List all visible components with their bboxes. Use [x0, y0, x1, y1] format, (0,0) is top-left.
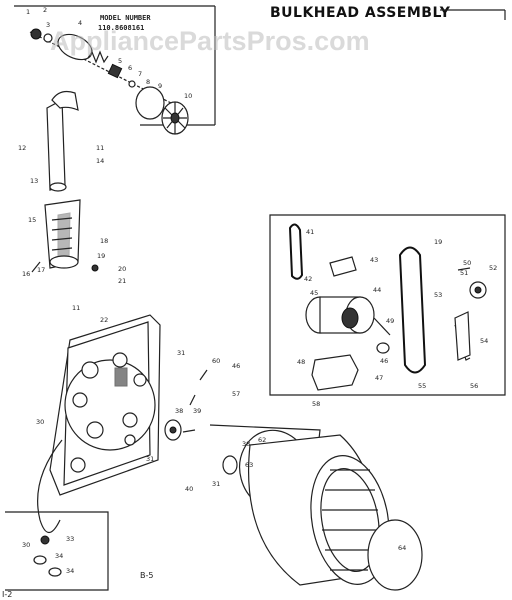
bearing-block — [107, 63, 123, 79]
callout-50: 51 — [460, 269, 468, 277]
callout-38: 64 — [398, 544, 406, 552]
callout-28: 46 — [232, 362, 240, 370]
bulkhead-panel — [49, 314, 161, 496]
callout-15: 15 — [28, 216, 36, 224]
motor-inset — [269, 214, 506, 396]
callout-4: 4 — [78, 19, 82, 27]
callout-42: 44 — [373, 286, 381, 294]
callout-40: 43 — [370, 256, 378, 264]
diagram-title: BULKHEAD ASSEMBLY — [270, 5, 451, 21]
callout-13: 13 — [30, 177, 38, 185]
callout-35: 62 — [258, 436, 266, 444]
callout-26: 31 — [146, 455, 154, 463]
callout-58: 34 — [55, 552, 63, 560]
motor-bracket — [329, 256, 357, 277]
motor — [305, 296, 391, 354]
callout-27: 60 — [212, 357, 220, 365]
round-plate — [135, 86, 165, 120]
drum — [209, 424, 423, 591]
callout-33: 58 — [312, 400, 320, 408]
callout-2: 2 — [43, 6, 47, 14]
callout-43: 45 — [310, 289, 318, 297]
drive-belt — [398, 246, 427, 374]
callout-18: 18 — [100, 237, 108, 245]
callout-48: 19 — [434, 238, 442, 246]
callout-14: 14 — [96, 157, 104, 165]
callout-57: 33 — [66, 535, 74, 543]
callout-54: 55 — [418, 382, 426, 390]
model-number: 110.8608161 — [98, 24, 144, 32]
footer-ref: B-5 — [140, 571, 153, 580]
washer-part — [43, 33, 53, 43]
callout-59: 34 — [66, 567, 74, 575]
callout-labels: 1 2 3 4 5 6 7 8 9 10 11 12 13 14 15 16 1… — [18, 6, 497, 575]
belt-left — [288, 223, 304, 280]
callout-29: 57 — [232, 390, 240, 398]
callout-32: 40 — [185, 485, 193, 493]
callout-21: 21 — [118, 277, 126, 285]
callout-1: 1 — [26, 8, 30, 16]
callout-24: 31 — [177, 349, 185, 357]
callout-17: 17 — [37, 266, 45, 274]
callout-44: 49 — [386, 317, 394, 325]
callout-20: 20 — [118, 265, 126, 273]
callout-31: 39 — [193, 407, 201, 415]
callout-55: 56 — [470, 382, 478, 390]
callout-45: 48 — [297, 358, 305, 366]
disc-part — [57, 33, 93, 61]
callout-6: 6 — [128, 64, 132, 72]
callout-41: 42 — [304, 275, 312, 283]
callout-16: 16 — [22, 270, 30, 278]
wire-harness — [37, 439, 63, 534]
callout-39: 41 — [306, 228, 314, 236]
exhaust-duct — [46, 90, 79, 192]
callout-34: 38 — [242, 440, 250, 448]
callout-22: 22 — [100, 316, 108, 324]
footer-page: I-2 — [2, 590, 12, 599]
callout-5: 5 — [118, 57, 122, 65]
lint-filter-housing — [31, 199, 99, 273]
front-bearing — [164, 369, 208, 441]
callout-23: 11 — [72, 304, 80, 312]
watermark: AppliancePartsPros.com — [50, 26, 370, 56]
callout-46: 47 — [375, 374, 383, 382]
nut-part — [30, 28, 42, 40]
motor-mount — [311, 354, 359, 391]
callout-51: 52 — [489, 264, 497, 272]
callout-8: 8 — [146, 78, 150, 86]
callout-12: 12 — [18, 144, 26, 152]
callout-47: 46 — [380, 357, 388, 365]
callout-7: 7 — [138, 70, 142, 78]
callout-19: 19 — [97, 252, 105, 260]
spring-part — [87, 50, 109, 64]
callout-30: 38 — [175, 407, 183, 415]
callout-10: 10 — [184, 92, 192, 100]
callout-53: 54 — [480, 337, 488, 345]
callout-9: 9 — [158, 82, 162, 90]
callout-25: 30 — [36, 418, 44, 426]
callout-11: 11 — [96, 144, 104, 152]
callout-36: 63 — [245, 461, 253, 469]
callout-49: 50 — [463, 259, 471, 267]
callout-3: 3 — [46, 21, 50, 29]
blower-wheel — [161, 101, 189, 135]
model-heading: MODEL NUMBER — [100, 14, 151, 22]
upper-inset: MODEL NUMBER 110.8608161 — [14, 5, 216, 135]
callout-37: 31 — [212, 480, 220, 488]
lower-inset — [5, 511, 109, 591]
callout-56: 30 — [22, 541, 30, 549]
callout-52: 53 — [434, 291, 442, 299]
